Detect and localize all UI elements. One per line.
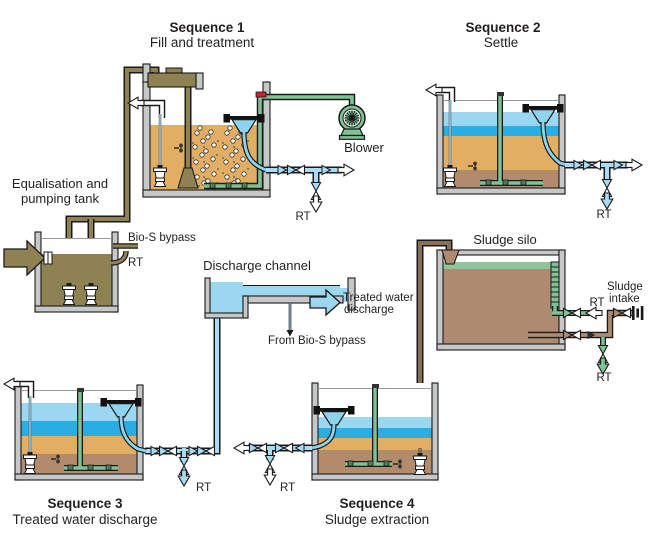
sequence1-tank <box>127 63 356 198</box>
sequence4-title: Sequence 4 <box>339 496 415 511</box>
sequence3-tank <box>3 377 147 481</box>
sequence2-subtitle: Settle <box>484 35 519 50</box>
sequence1-outlet <box>266 163 355 213</box>
silo-inlet-hopper <box>441 249 460 265</box>
rt-label-silo-bottom: RT <box>596 372 611 384</box>
silo-sludge <box>443 269 559 344</box>
outflow-arrow-icon <box>233 441 251 455</box>
inlet-trough <box>147 72 197 88</box>
rt-label-seq3: RT <box>196 482 211 494</box>
bio-s-bypass-label: Bio-S bypass <box>128 232 196 244</box>
sequence3-title: Sequence 3 <box>47 496 123 511</box>
sludge-silo-label: Sludge silo <box>473 232 537 247</box>
sequence3-subtitle: Treated water discharge <box>12 512 157 527</box>
sequence4-tank <box>311 382 439 481</box>
sequence2-outlet <box>565 158 643 210</box>
outflow-arrow-icon <box>625 158 643 172</box>
outflow-arrow-icon <box>337 163 355 177</box>
air-diffusers <box>209 182 248 189</box>
treated-water-label-line1: Treated water <box>343 292 414 304</box>
equalisation-label-line1: Equalisation and <box>12 176 108 191</box>
blower-label: Blower <box>344 140 384 155</box>
sequence1-title: Sequence 1 <box>169 20 245 35</box>
blower-icon <box>338 104 366 141</box>
rt-label-seq1: RT <box>295 211 310 223</box>
sequence3-riser-pipe <box>145 312 221 455</box>
sequence2-title: Sequence 2 <box>465 20 540 35</box>
intake-flange-icon <box>632 306 644 320</box>
sludge-intake-label-line2: intake <box>609 293 640 305</box>
air-valve-indicator <box>255 91 267 98</box>
treated-water-arrow-icon <box>309 288 341 317</box>
sequence1-subtitle: Fill and treatment <box>150 35 255 50</box>
sequence2-tank <box>425 83 568 195</box>
rt-label-seq4: RT <box>280 482 295 494</box>
raw-sewage-liquid <box>41 254 112 306</box>
sequence4-sludge-riser-pipe <box>416 239 453 458</box>
valve-icon <box>562 307 582 319</box>
sludge-silo <box>436 249 644 375</box>
equalisation-label-line2: pumping tank <box>21 191 100 206</box>
rt-label-seq2: RT <box>596 209 611 221</box>
perforated-decant-pipe <box>550 261 560 309</box>
treated-water-label-line2: discharge <box>344 304 394 316</box>
discharge-channel <box>204 277 356 337</box>
sequence4-subtitle: Sludge extraction <box>325 512 429 527</box>
equalisation-tank <box>3 231 138 313</box>
rt-label-silo-top: RT <box>589 297 604 309</box>
discharge-channel-label: Discharge channel <box>203 258 311 273</box>
bellmouth-inlet <box>177 167 199 189</box>
silo-supernatant <box>443 262 559 269</box>
from-bio-s-bypass-label: From Bio-S bypass <box>268 335 366 347</box>
sequence4-outlet <box>233 441 312 486</box>
sludge-intake-label-line1: Sludge <box>607 281 643 293</box>
channel-water <box>210 282 243 313</box>
labels: Sequence 1 Fill and treatment Sequence 2… <box>12 20 643 527</box>
influent-arrow-icon <box>3 239 46 277</box>
rt-label-eq: RT <box>128 257 143 269</box>
sequence3-outlet <box>150 445 216 487</box>
bypass-arrow-icon <box>286 330 294 337</box>
vent-arrow-icon <box>425 83 443 97</box>
